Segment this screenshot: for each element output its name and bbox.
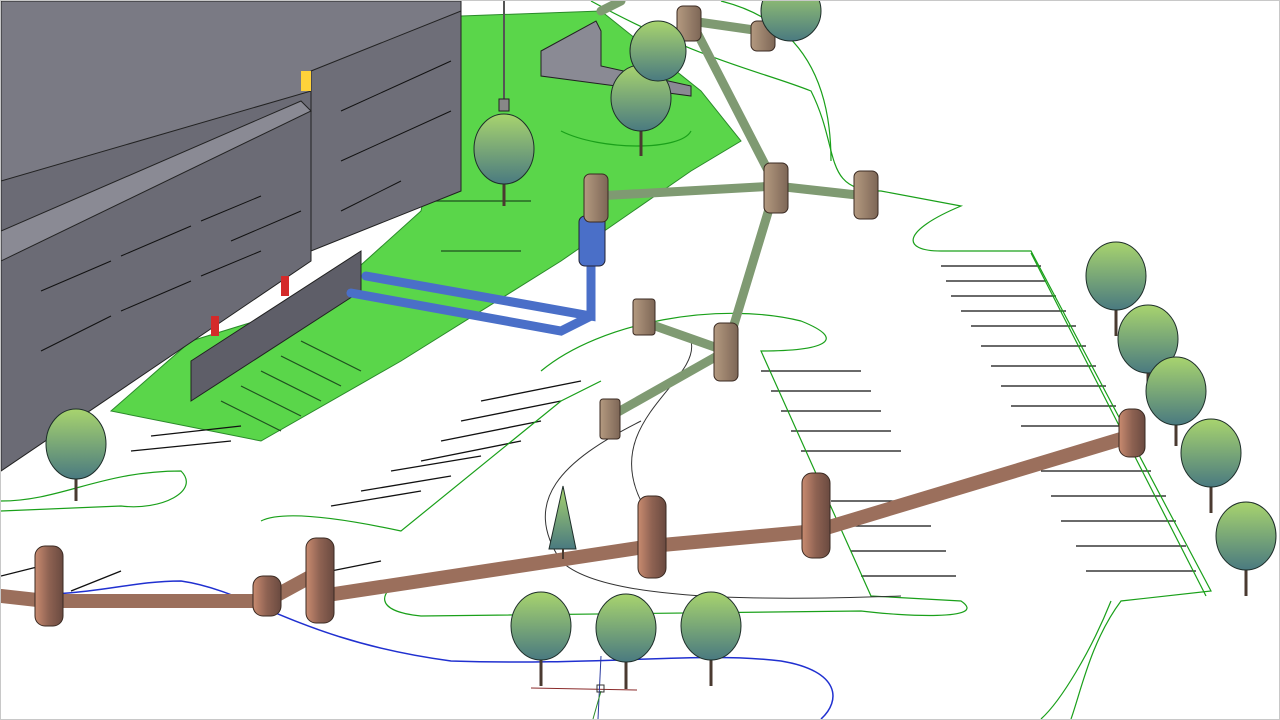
tree-icon bbox=[595, 593, 657, 689]
water-structure bbox=[578, 215, 606, 267]
tree-icon bbox=[473, 113, 535, 206]
building-windows bbox=[40, 60, 452, 352]
parking-stripes bbox=[1, 265, 1196, 592]
tree-icon bbox=[760, 1, 822, 42]
tree-icon bbox=[610, 64, 672, 156]
crosshair-cursor-icon bbox=[530, 655, 638, 719]
tree-icon bbox=[1145, 356, 1207, 446]
path-line-2 bbox=[631, 340, 693, 502]
curb-lines bbox=[1, 1, 1212, 719]
tree-icon bbox=[1215, 501, 1277, 596]
water-line bbox=[1, 580, 834, 719]
tree-icon bbox=[629, 20, 687, 82]
trees bbox=[45, 1, 1277, 689]
tree-icon bbox=[1085, 241, 1147, 336]
storm-manholes bbox=[34, 408, 1146, 627]
building bbox=[1, 1, 462, 472]
tree-icon bbox=[510, 591, 572, 686]
sanitary-pipes bbox=[591, 1, 871, 421]
tree-icon bbox=[45, 408, 107, 501]
sanitary-manholes bbox=[583, 5, 879, 440]
light-pole bbox=[498, 1, 510, 112]
tree-icon bbox=[680, 591, 742, 686]
water-pipe bbox=[346, 251, 596, 336]
storm-pipes bbox=[1, 429, 1138, 608]
tree-icon bbox=[1180, 418, 1242, 513]
conifer-tree-icon bbox=[548, 485, 577, 559]
path-line bbox=[544, 420, 902, 599]
parking-stripes-green bbox=[220, 200, 531, 432]
